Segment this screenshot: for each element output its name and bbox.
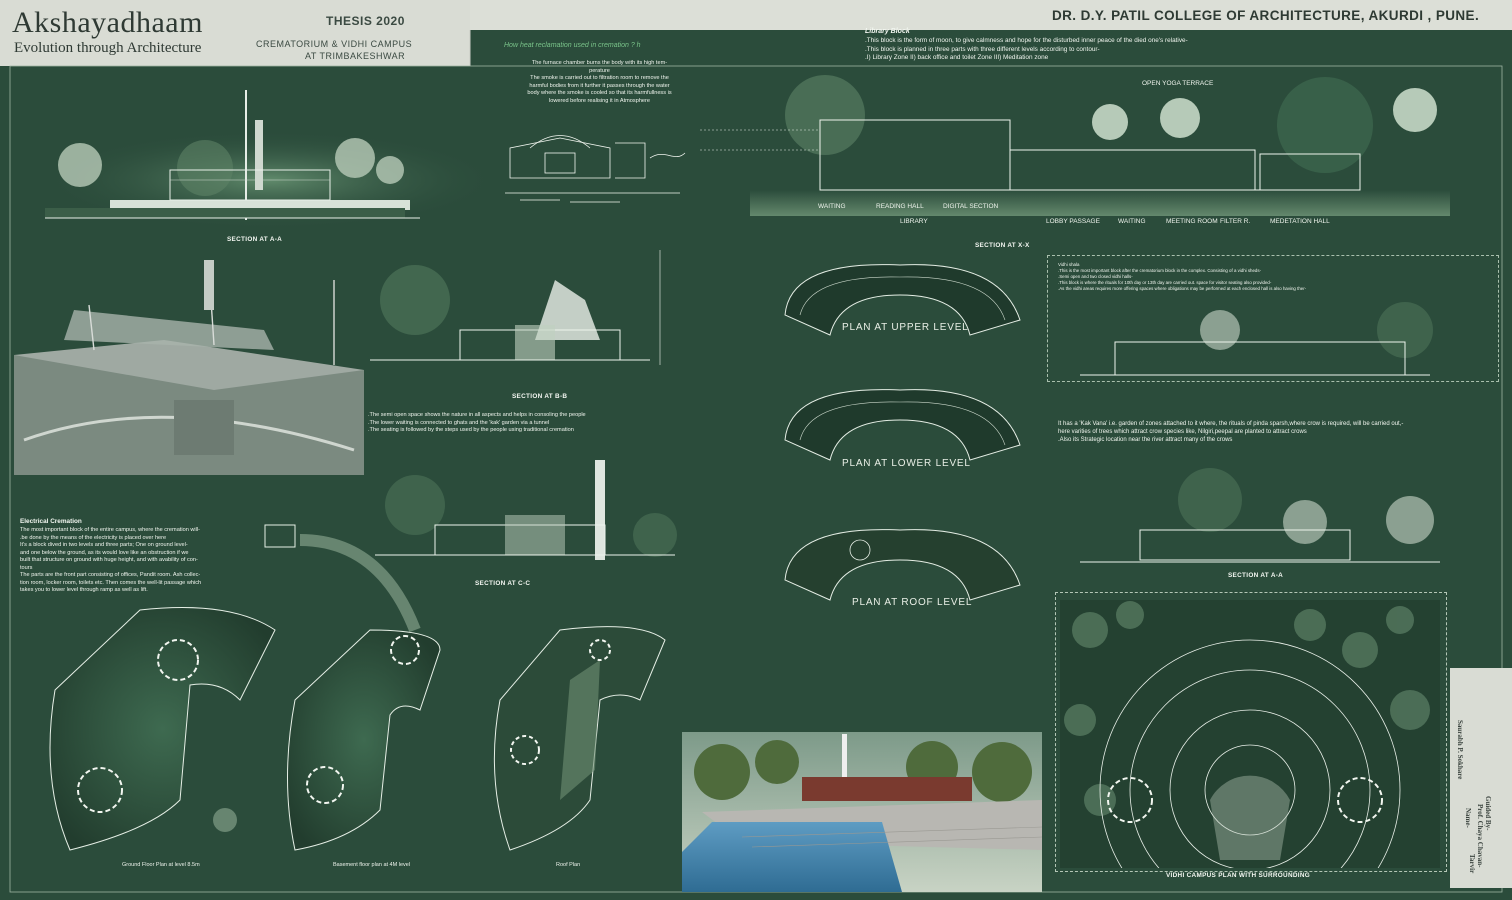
section-bb-drawing [370,250,661,365]
roof-plan-bottom-drawing [493,626,666,851]
vidhi-campus-title: VIDHI CAMPUS PLAN WITH SURROUNDING [1166,872,1311,879]
roof-plan-drawing [784,529,1021,601]
heat-line: The smoke is carried out to filtration r… [530,75,669,82]
vidhi-line: .As the vidhi areas requires more offeri… [1058,285,1307,291]
college-name: DR. D.Y. PATIL COLLEGE OF ARCHITECTURE, … [1052,8,1480,23]
heat-line: harmful bodies from it further it passes… [529,82,670,89]
ground-plan-label: Ground Floor Plan at level 8.5m [122,862,200,868]
vidhi-section-aa-drawing [1080,468,1440,563]
room-label: LOBBY PASSAGE [1046,218,1100,225]
kak-line: here varities of trees which attract cro… [1058,429,1307,436]
electrical-line: The most important block of the entire c… [20,527,201,533]
vidhi-line: Vidhi shala [1058,262,1080,267]
vidhi-line: .This is the most important block after … [1058,267,1262,273]
electrical-line: takes you to lower level through ramp as… [20,587,148,594]
heat-line: body where the smoke is cooled so that i… [527,90,672,97]
heat-line: perature [589,67,610,74]
room-label: MEDETATION HALL [1270,218,1330,225]
page-title: Akshayadhaam [12,6,203,39]
note-line: .The lower waiting is connected to ghats… [368,419,550,426]
upper-plan-label: PLAN AT UPPER LEVEL [842,322,969,333]
vidhi-section-aa-label: SECTION AT A-A [1228,572,1284,579]
vidhi-panel [1047,255,1499,382]
site-render [682,732,1042,892]
credit-name: Saurabh P. Sokhare [1456,720,1464,780]
vidhi-line: .This block is where the rituals for 10t… [1058,279,1272,285]
vidhi-campus-panel [1055,592,1447,872]
vidhi-line: .Semi open and two closed vidhi halls- [1058,273,1133,279]
section-aa-label: SECTION AT A-A [227,236,283,243]
vidhi-section-drawing [1080,302,1433,376]
electrical-text: The most important block of the entire c… [20,527,270,595]
credit-guide-name: Prof. Chaya Chavan- [1476,804,1484,868]
room-label: MEETING ROOM [1166,218,1218,225]
note-line: .The seating is followed by the steps us… [368,427,574,434]
thesis-label: THESIS 2020 [326,14,405,28]
room-label: WAITING [818,203,846,210]
yoga-terrace-label: OPEN YOGA TERRACE [1142,80,1214,87]
electrical-line: The parts are the front part consisting … [20,572,201,579]
heat-line: lowered before realising it in Atmospher… [548,97,651,104]
page-subtitle: Evolution through Architecture [14,40,202,56]
credit-name-label: Name- [1464,808,1472,828]
lower-plan-drawing [784,389,1021,461]
room-label: FILTER R. [1220,218,1251,225]
title-block [0,0,470,66]
vidhi-campus-plan-drawing [1060,600,1440,868]
section-bb-label: SECTION AT B-B [512,393,568,400]
note-line: .The semi open space shows the nature in… [368,412,586,418]
vidhi-note: Vidhi shala .This is the most important … [1058,262,1478,292]
heat-text: The furnace chamber burns the body with … [507,60,692,105]
electrical-heading: Electrical Cremation [20,518,82,525]
credit-guide-label: Guided By- [1484,796,1492,831]
section-cc-drawing [375,460,677,560]
roof-plan-bottom-label: Roof Plan [556,862,581,868]
room-label: READING HALL [876,203,924,210]
library-line: .This block is the form of moon, to give… [865,37,1188,44]
section-aa-drawing [40,90,500,230]
upper-plan-drawing [784,264,1021,336]
electrical-line: .be done by the means of the electricity… [20,534,167,541]
library-heading: Library Block [865,28,910,35]
aerial-3d-view [14,250,364,475]
credits-panel [1450,668,1512,888]
room-label: WAITING [1118,218,1146,225]
section-cc-label: SECTION AT C-C [475,580,531,587]
roof-plan-label: PLAN AT ROOF LEVEL [852,597,973,608]
library-text: .This block is the form of moon, to give… [865,37,1325,63]
electrical-line: tion room, locker room, toilets etc. The… [20,579,202,586]
ground-floor-plan-drawing [49,607,276,851]
basement-plan-drawing [264,524,441,851]
lower-plan-label: PLAN AT LOWER LEVEL [842,458,971,469]
credit-guide-name-2: Tarvir [1468,854,1476,874]
semi-open-note: .The semi open space shows the nature in… [368,412,628,435]
room-label: LIBRARY [900,218,928,225]
section-xx-drawing [700,75,1450,216]
kak-note: It has a 'Kak Vana' i.e. garden of zones… [1058,420,1498,444]
project-line-2: at Trimbakeshwar [305,51,406,61]
basement-plan-label: Basement floor plan at 4M level [333,862,411,868]
kak-line: .Also its Strategic location near the ri… [1058,437,1233,444]
electrical-line: tours [20,564,33,571]
heat-sketch [505,135,686,203]
library-line: .I) Library Zone II) back office and toi… [865,54,1049,62]
credits-text: Name- Saurabh P. Sokhare Guided By- Prof… [1450,668,1512,888]
header-diagonal [0,0,1512,66]
kak-line: It has a 'Kak Vana' i.e. garden of zones… [1058,421,1404,427]
project-line-1: Crematorium & vidhi campus [256,39,413,49]
heat-line: The furnace chamber burns the body with … [531,60,668,66]
room-label: DIGITAL SECTION [943,203,999,210]
section-xx-title: SECTION AT X-X [975,242,1030,249]
library-line: .This block is planned in three parts wi… [865,45,1100,53]
electrical-line: built that structure on ground with huge… [20,557,198,564]
heat-heading: How heat reclamation used in cremation ?… [504,42,641,49]
electrical-line: and one below the ground, as its would l… [20,549,189,556]
electrical-line: It's a block dived in two levels and thr… [20,542,188,549]
